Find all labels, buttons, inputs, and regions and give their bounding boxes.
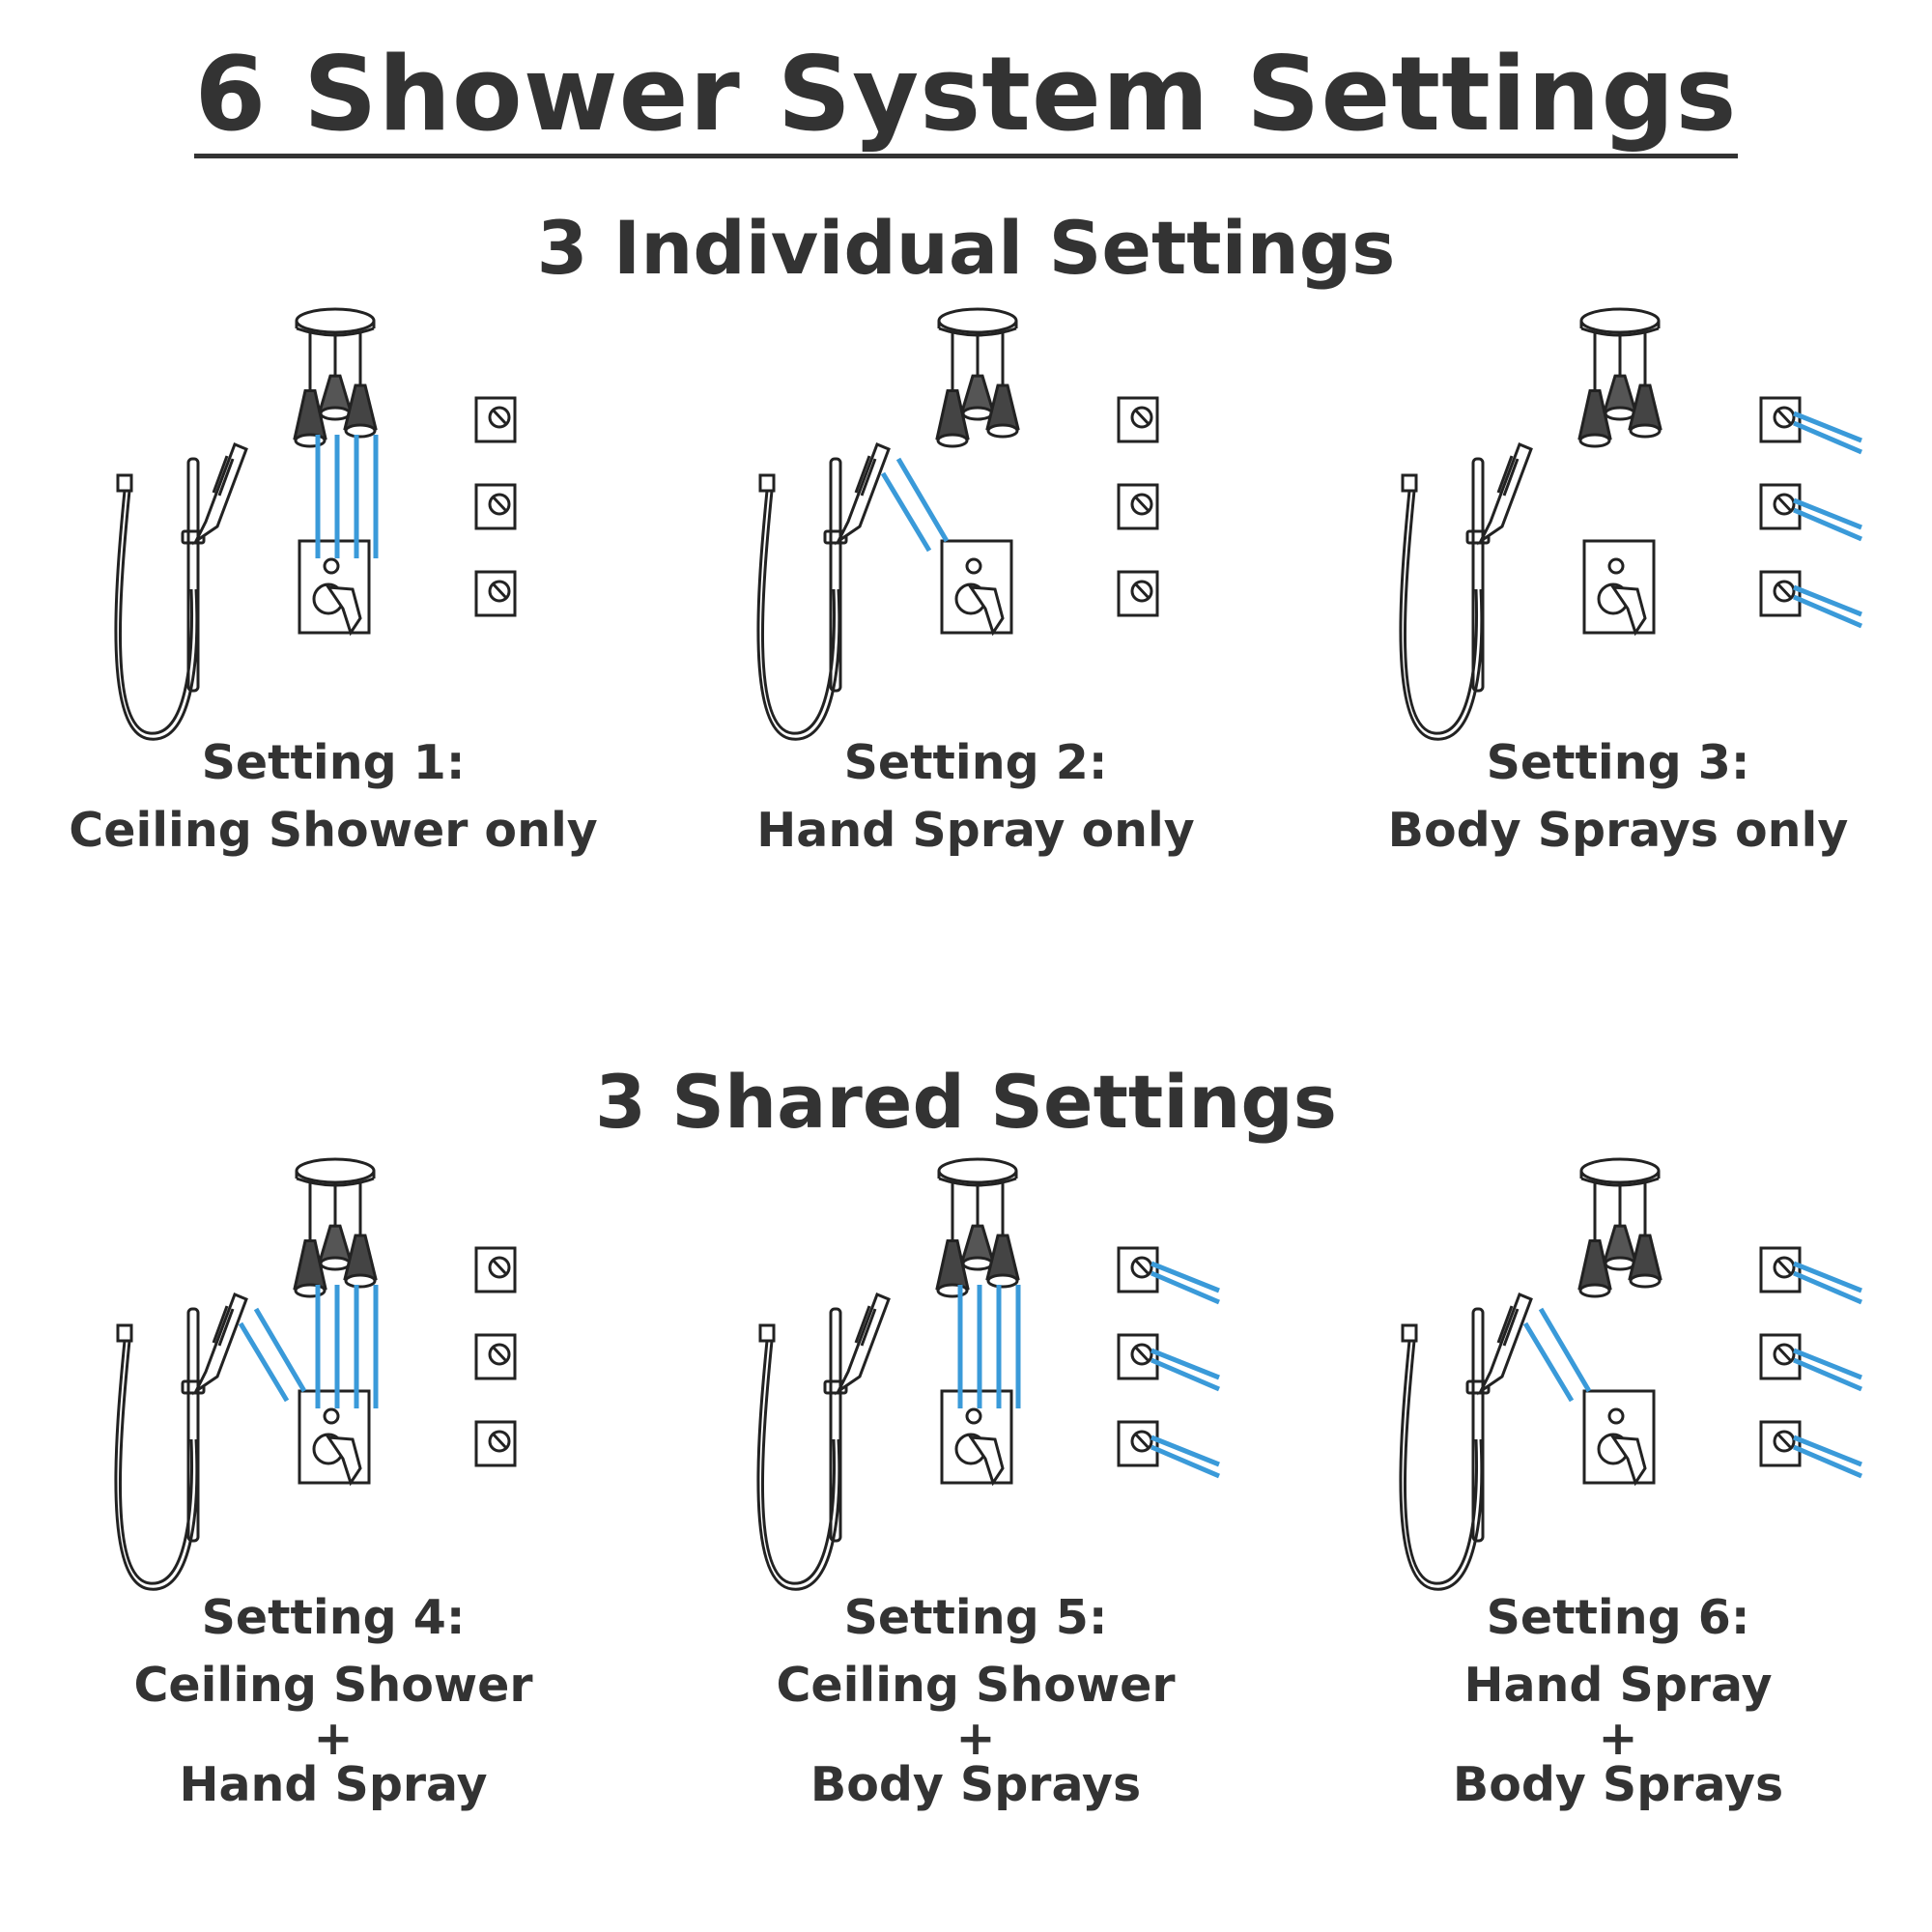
slide-bar-icon [1465, 457, 1491, 693]
diverter-valve-icon [1582, 1389, 1656, 1487]
ceiling-water-flow [957, 1285, 1021, 1408]
ceiling-shower-icon [935, 1157, 1020, 1298]
diverter-valve-icon [298, 1389, 371, 1487]
body-spray-icon [474, 1333, 517, 1380]
setting-description: Ceiling Shower [776, 1658, 1176, 1713]
body-spray-icon [1117, 1333, 1159, 1380]
hand-spray-icon [835, 442, 891, 546]
setting-caption: Setting 1: Ceiling Shower only [63, 729, 604, 865]
page-title: 6 Shower System Settings [0, 35, 1932, 158]
ceiling-water-flow [315, 1285, 379, 1408]
setting-description-second: Body Sprays [1452, 1757, 1784, 1812]
plus-sign: + [1598, 1711, 1638, 1766]
body-spray-icon [1117, 396, 1159, 443]
shower-diagram [114, 307, 517, 741]
hand-spray-icon [192, 1293, 248, 1396]
body-spray-icon [1759, 1246, 1802, 1293]
hand-spray-icon [192, 442, 248, 546]
body-spray-icon [474, 483, 517, 530]
slide-bar-icon [181, 457, 206, 693]
setting-caption: Setting 6: Hand Spray+Body Sprays [1348, 1584, 1889, 1812]
setting-label: Setting 6: [1486, 1590, 1750, 1645]
body-spray-icon [1759, 483, 1802, 530]
ceiling-shower-icon [293, 307, 378, 448]
diverter-valve-icon [1582, 539, 1656, 637]
shower-diagram [1399, 307, 1862, 741]
hose-icon [114, 473, 199, 741]
slide-bar-icon [1465, 1307, 1491, 1543]
hand-spray-icon [1477, 1293, 1533, 1396]
hose-icon [756, 1323, 841, 1591]
setting-label: Setting 5: [843, 1590, 1108, 1645]
page-title-text: 6 Shower System Settings [194, 35, 1738, 158]
setting-label: Setting 2: [843, 735, 1108, 790]
body-spray-icon [474, 570, 517, 617]
plus-sign: + [313, 1711, 354, 1766]
slide-bar-icon [181, 1307, 206, 1543]
setting-description-second: Body Sprays [810, 1757, 1142, 1812]
body-spray-icon [1759, 1420, 1802, 1467]
body-water-flow [1793, 411, 1862, 629]
setting-description-second: Hand Spray [179, 1757, 488, 1812]
body-spray-icon [1117, 570, 1159, 617]
diverter-valve-icon [940, 1389, 1013, 1487]
hand-water-flow [238, 1307, 307, 1403]
setting-label: Setting 3: [1486, 735, 1750, 790]
hose-icon [1399, 473, 1484, 741]
plus-sign: + [955, 1711, 996, 1766]
hand-water-flow [880, 457, 950, 553]
setting-label: Setting 4: [201, 1590, 466, 1645]
setting-description: Hand Spray only [756, 803, 1195, 858]
hose-icon [756, 473, 841, 741]
body-spray-icon [1117, 483, 1159, 530]
ceiling-shower-icon [1577, 1157, 1662, 1298]
slide-bar-icon [823, 457, 848, 693]
hose-icon [114, 1323, 199, 1591]
setting-label: Setting 1: [201, 735, 466, 790]
setting-description: Hand Spray [1463, 1658, 1773, 1713]
setting-caption: Setting 4: Ceiling Shower+Hand Spray [63, 1584, 604, 1812]
setting-caption: Setting 5: Ceiling Shower+Body Sprays [705, 1584, 1246, 1812]
body-spray-icon [474, 1246, 517, 1293]
shower-diagram [756, 307, 1159, 741]
body-spray-icon [1759, 396, 1802, 443]
body-spray-icon [474, 1420, 517, 1467]
setting-description: Body Sprays only [1387, 803, 1849, 858]
section-title-shared: 3 Shared Settings [594, 1059, 1338, 1145]
body-water-flow [1151, 1261, 1220, 1479]
ceiling-shower-icon [935, 307, 1020, 448]
shower-diagram [114, 1157, 517, 1591]
body-spray-icon [1117, 1246, 1159, 1293]
diverter-valve-icon [940, 539, 1013, 637]
hand-spray-icon [1477, 442, 1533, 546]
hand-water-flow [1522, 1307, 1592, 1403]
ceiling-shower-icon [1577, 307, 1662, 448]
setting-caption: Setting 2: Hand Spray only [705, 729, 1246, 865]
setting-caption: Setting 3: Body Sprays only [1348, 729, 1889, 865]
body-spray-icon [1117, 1420, 1159, 1467]
ceiling-shower-icon [293, 1157, 378, 1298]
ceiling-water-flow [315, 435, 379, 558]
shower-diagram [756, 1157, 1220, 1591]
body-spray-icon [1759, 570, 1802, 617]
shower-diagram [1399, 1157, 1862, 1591]
setting-description: Ceiling Shower [133, 1658, 533, 1713]
section-title-individual: 3 Individual Settings [536, 205, 1396, 291]
body-spray-icon [1759, 1333, 1802, 1380]
hand-spray-icon [835, 1293, 891, 1396]
diverter-valve-icon [298, 539, 371, 637]
hose-icon [1399, 1323, 1484, 1591]
body-spray-icon [474, 396, 517, 443]
setting-description: Ceiling Shower only [69, 803, 598, 858]
body-water-flow [1793, 1261, 1862, 1479]
slide-bar-icon [823, 1307, 848, 1543]
